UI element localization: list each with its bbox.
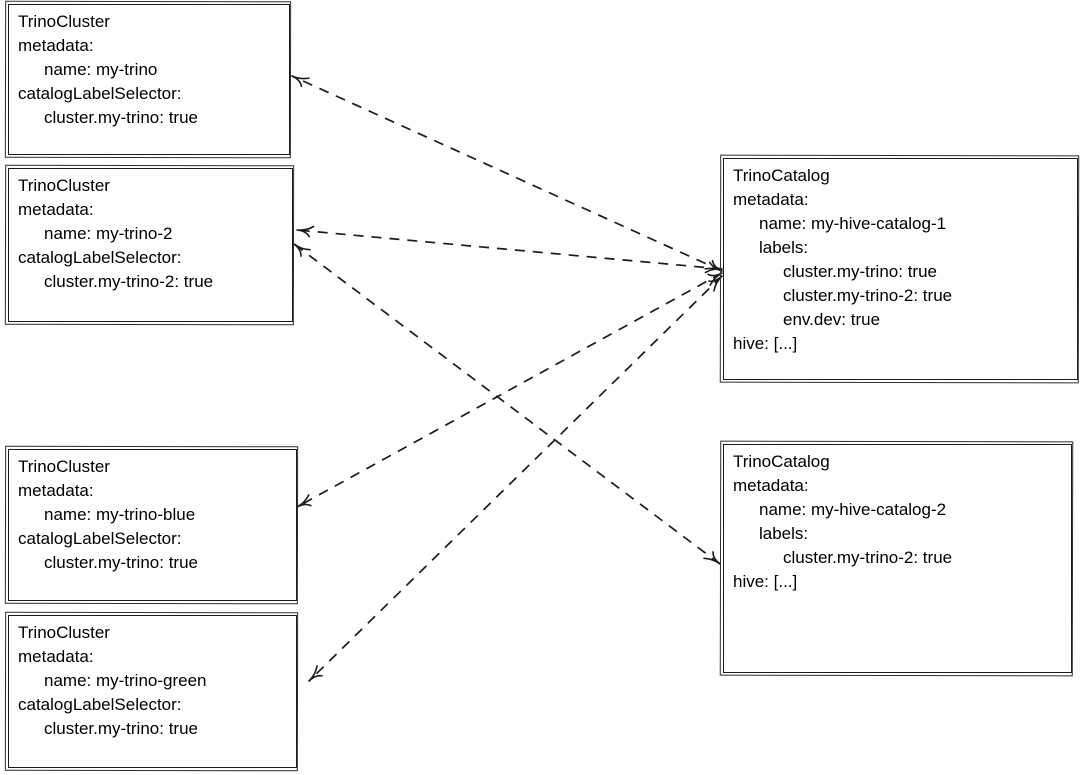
node-kind: TrinoCatalog xyxy=(733,452,830,471)
yaml-line: cluster.my-trino: true xyxy=(44,108,198,127)
yaml-line: catalogLabelSelector: xyxy=(18,695,182,714)
yaml-line: catalogLabelSelector: xyxy=(18,529,182,548)
yaml-line: name: my-hive-catalog-1 xyxy=(759,214,947,233)
yaml-line: name: my-trino-green xyxy=(44,671,207,690)
yaml-line: cluster.my-trino-2: true xyxy=(44,272,214,291)
node-trinocluster-my-trino-blue: TrinoCluster metadata: name: my-trino-bl… xyxy=(8,449,297,601)
node-trinocluster-my-trino-green: TrinoCluster metadata: name: my-trino-gr… xyxy=(8,615,297,768)
yaml-line: labels: xyxy=(759,238,809,257)
yaml-line: name: my-trino xyxy=(44,60,158,79)
arrow-my-hive-catalog-1--my-trino-2 xyxy=(296,225,723,274)
node-kind: TrinoCluster xyxy=(18,457,110,476)
yaml-line: metadata: xyxy=(733,476,809,495)
yaml-line: metadata: xyxy=(18,200,94,219)
yaml-line: cluster.my-trino: true xyxy=(783,262,937,281)
node-kind: TrinoCluster xyxy=(18,176,110,195)
yaml-line: metadata: xyxy=(18,647,94,666)
node-kind: TrinoCluster xyxy=(18,623,110,642)
yaml-line: name: my-trino-blue xyxy=(44,505,196,524)
node-trinocatalog-my-hive-catalog-1: TrinoCatalog metadata: name: my-hive-cat… xyxy=(723,158,1078,380)
node-trinocluster-my-trino-2: TrinoCluster metadata: name: my-trino-2 … xyxy=(8,168,293,322)
node-kind: TrinoCatalog xyxy=(733,166,830,185)
yaml-line: hive: [...] xyxy=(733,334,798,353)
yaml-line: labels: xyxy=(759,524,809,543)
node-trinocluster-my-trino: TrinoCluster metadata: name: my-trino ca… xyxy=(8,4,290,155)
yaml-line: hive: [...] xyxy=(733,572,798,591)
yaml-line: env.dev: true xyxy=(783,310,881,329)
yaml-line: metadata: xyxy=(733,190,809,209)
yaml-line: metadata: xyxy=(18,481,94,500)
node-kind: TrinoCluster xyxy=(18,12,110,31)
arrow-my-hive-catalog-1--my-trino-green xyxy=(308,275,723,682)
arrow-my-hive-catalog-1--my-trino xyxy=(291,75,723,272)
yaml-line: name: my-hive-catalog-2 xyxy=(759,500,947,519)
node-trinocatalog-my-hive-catalog-2: TrinoCatalog metadata: name: my-hive-cat… xyxy=(723,444,1072,673)
yaml-line: cluster.my-trino: true xyxy=(44,719,198,738)
arrow-my-hive-catalog-1--my-trino-blue xyxy=(296,272,723,508)
yaml-line: cluster.my-trino-2: true xyxy=(783,548,953,567)
yaml-line: name: my-trino-2 xyxy=(44,224,173,243)
yaml-line: cluster.my-trino: true xyxy=(44,553,198,572)
arrow-my-hive-catalog-2--my-trino-2 xyxy=(293,243,721,565)
yaml-line: cluster.my-trino-2: true xyxy=(783,286,953,305)
yaml-line: metadata: xyxy=(18,36,94,55)
yaml-line: catalogLabelSelector: xyxy=(18,248,182,267)
yaml-line: catalogLabelSelector: xyxy=(18,84,182,103)
